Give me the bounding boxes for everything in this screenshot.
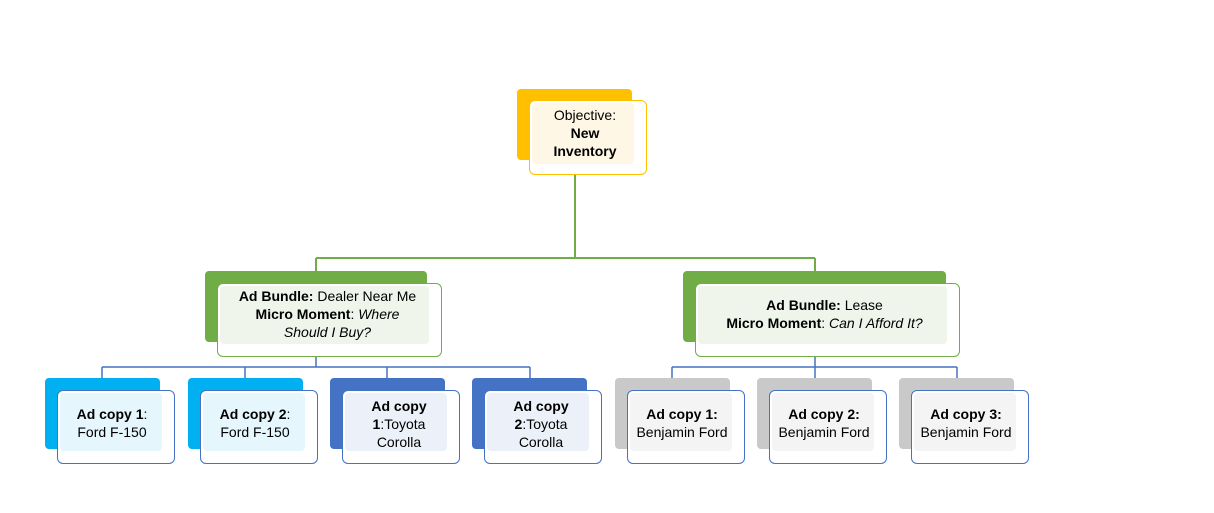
objective-label: Objective:: [553, 106, 617, 123]
ad-1-sep: :: [143, 406, 148, 422]
bundle-1-bundle-label: Ad Bundle:: [238, 288, 314, 304]
bundle-1-card: Ad Bundle: Dealer Near Me Micro Moment: …: [217, 283, 442, 357]
bundle-2-bundle-label: Ad Bundle:: [766, 297, 841, 313]
bundle-node-lease: Ad Bundle: Lease Micro Moment: Can I Aff…: [683, 271, 962, 358]
bundle-1-moment-label: Micro Moment: [255, 306, 351, 322]
ad-6-value: Benjamin Ford: [778, 424, 870, 440]
ad-node-2: Ad copy 2: Ford F-150: [188, 378, 319, 465]
ad-6-title: Ad copy 2:: [788, 406, 860, 422]
ad-node-4: Ad copy 2:Toyota Corolla: [472, 378, 603, 465]
ad-4-line-2-number: 2: [514, 416, 523, 432]
ad-5-card: Ad copy 1: Benjamin Ford: [627, 390, 745, 464]
objective-value-line-1: New: [570, 124, 600, 141]
ad-2-card: Ad copy 2: Ford F-150: [200, 390, 318, 464]
ad-4-card: Ad copy 2:Toyota Corolla: [484, 390, 602, 464]
ad-6-card: Ad copy 2: Benjamin Ford: [769, 390, 887, 464]
ad-7-title: Ad copy 3:: [930, 406, 1002, 422]
bundle-1-moment-value-2: Should I Buy?: [283, 324, 372, 340]
ad-node-1: Ad copy 1: Ford F-150: [45, 378, 176, 465]
ad-4-line-3: Corolla: [518, 434, 564, 450]
ad-3-line-2-number: 1: [372, 416, 381, 432]
ad-1-value: Ford F-150: [77, 424, 147, 440]
bundle-1-bundle-value: Dealer Near Me: [317, 288, 417, 304]
bundle-2-bundle-value: Lease: [844, 297, 883, 313]
ad-node-5: Ad copy 1: Benjamin Ford: [615, 378, 746, 465]
bundle-1-moment-value-1: Where: [358, 306, 400, 322]
ad-2-title: Ad copy 2: [219, 406, 287, 422]
ad-3-line-3: Corolla: [376, 434, 422, 450]
ad-node-7: Ad copy 3: Benjamin Ford: [899, 378, 1030, 465]
ad-1-card: Ad copy 1: Ford F-150: [57, 390, 175, 464]
ad-7-card: Ad copy 3: Benjamin Ford: [911, 390, 1029, 464]
bundle-2-card: Ad Bundle: Lease Micro Moment: Can I Aff…: [695, 283, 960, 357]
ad-node-6: Ad copy 2: Benjamin Ford: [757, 378, 888, 465]
ad-2-sep: :: [286, 406, 291, 422]
bundle-2-moment-label: Micro Moment: [726, 315, 822, 331]
ad-5-value: Benjamin Ford: [636, 424, 728, 440]
bundle-2-connectors: [671, 356, 958, 380]
objective-node: Objective: New Inventory: [517, 89, 648, 176]
ad-3-card: Ad copy 1:Toyota Corolla: [342, 390, 460, 464]
objective-card: Objective: New Inventory: [529, 100, 647, 175]
bundle-2-moment-sep: :: [821, 315, 826, 331]
objective-value-line-2: Inventory: [553, 142, 617, 159]
bundle-1-connectors: [101, 356, 531, 380]
ad-3-line-1: Ad copy: [371, 398, 427, 414]
bundle-node-dealer-near-me: Ad Bundle: Dealer Near Me Micro Moment: …: [205, 271, 443, 358]
ad-3-line-2-rest: :Toyota: [380, 416, 426, 432]
ad-7-value: Benjamin Ford: [920, 424, 1012, 440]
objective-connectors: [315, 174, 816, 272]
ad-4-line-1: Ad copy: [513, 398, 569, 414]
bundle-1-moment-sep: :: [350, 306, 355, 322]
bundle-2-moment-value: Can I Afford It?: [829, 315, 923, 331]
ad-5-title: Ad copy 1:: [646, 406, 718, 422]
ad-node-3: Ad copy 1:Toyota Corolla: [330, 378, 461, 465]
ad-4-line-2-rest: :Toyota: [522, 416, 568, 432]
ad-1-title: Ad copy 1: [76, 406, 144, 422]
ad-2-value: Ford F-150: [220, 424, 290, 440]
